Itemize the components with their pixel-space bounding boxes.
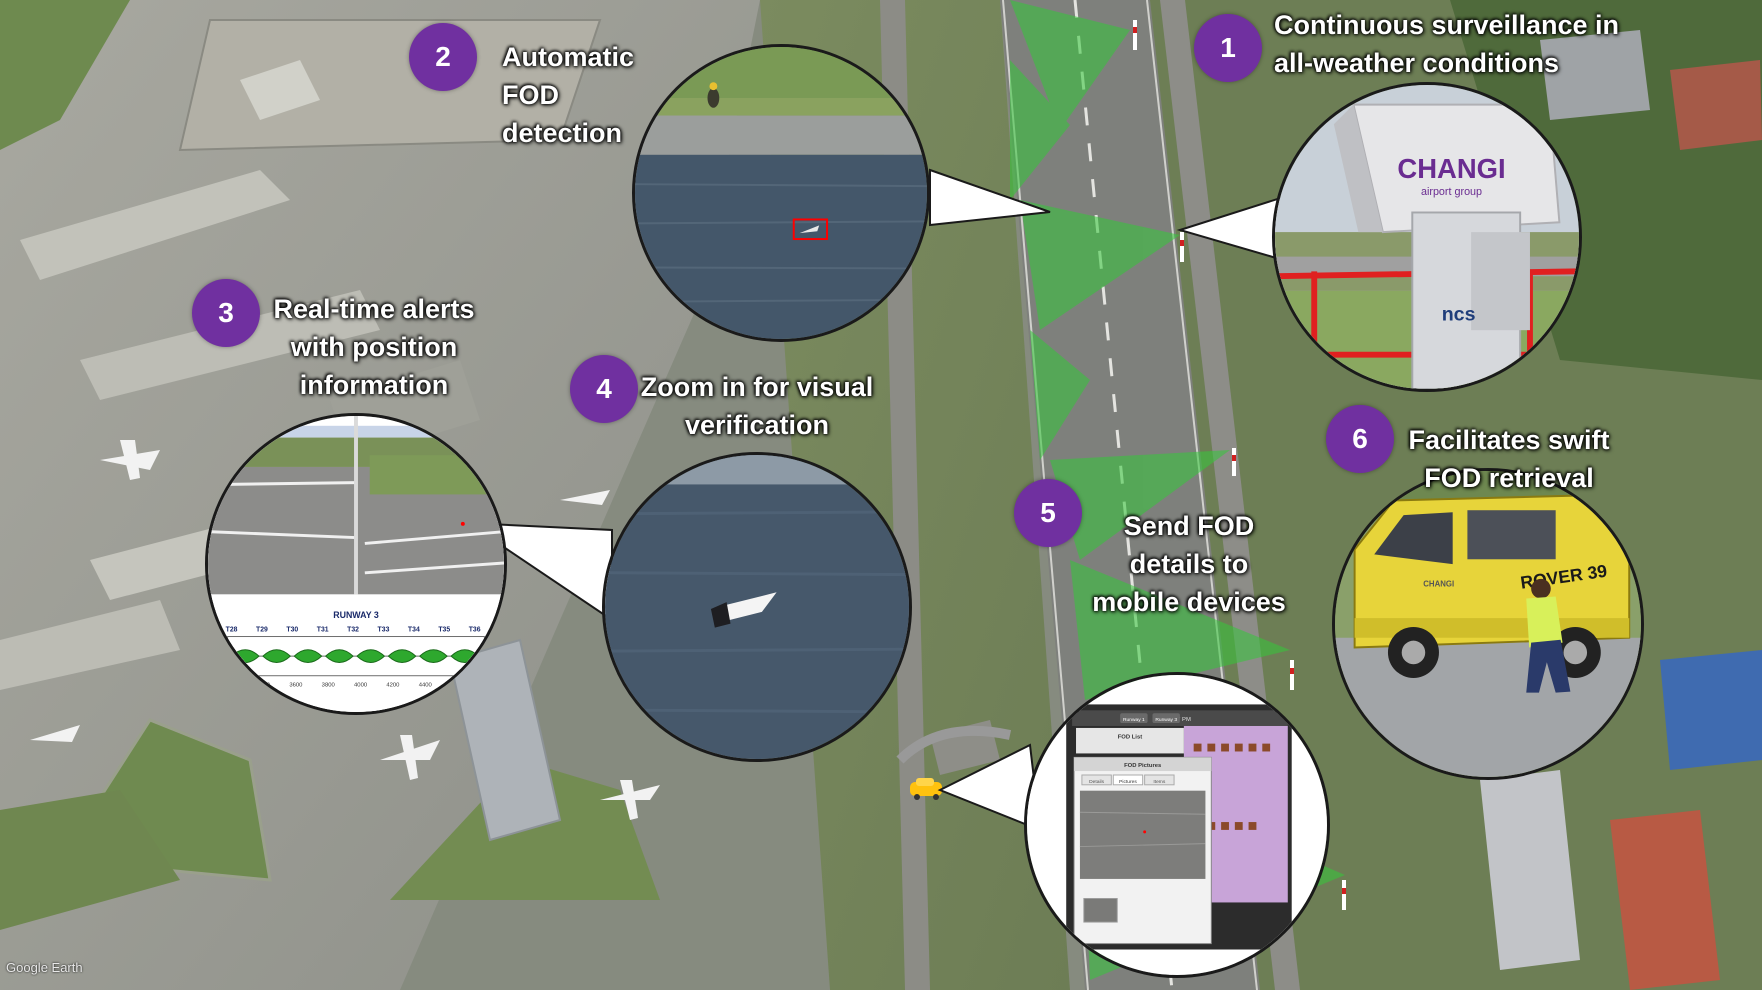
runway-1-button[interactable]: Runway 1 [1123, 717, 1145, 723]
step-number: 5 [1040, 497, 1056, 528]
distance-label: 4400 [419, 683, 433, 689]
label-line: details to [1129, 549, 1249, 579]
label-line: FOD [502, 80, 559, 110]
step-number: 4 [596, 373, 612, 404]
step-label-4: Zoom in for visual verification [632, 368, 882, 444]
runway-3-button[interactable]: Runway 3 [1155, 717, 1177, 723]
step-number: 3 [218, 297, 234, 328]
sensor-coverage-sector [262, 649, 292, 663]
taxiway-label: T32 [347, 627, 359, 634]
step-label-2: Automatic FOD detection [502, 38, 634, 152]
callout-pointer-2 [929, 168, 1051, 227]
sensor-coverage-sector [418, 649, 448, 663]
taxiway-label: T31 [317, 627, 329, 634]
step-badge-6: 6 [1326, 405, 1394, 473]
taxiway-label: T29 [256, 627, 268, 634]
mobile-device-screen: 3:07 PM Runway 1 Runway 3 FOD List FOD P… [1024, 672, 1330, 978]
distance-label: 4000 [354, 683, 368, 689]
changi-subbrand-text: airport group [1421, 186, 1482, 198]
taxiway-label: T36 [469, 627, 481, 634]
label-line: Facilitates swift [1408, 425, 1610, 455]
label-line: verification [684, 410, 830, 440]
van-brand-text: CHANGI [1423, 580, 1454, 589]
device-time: 3:07 PM [1169, 717, 1191, 723]
label-line: Send FOD [1123, 511, 1255, 541]
label-line: mobile devices [1092, 587, 1286, 617]
fod-detection-camera-view [632, 44, 930, 342]
taxiway-label: T35 [438, 627, 450, 634]
step-label-5: Send FOD details to mobile devices [1082, 507, 1296, 621]
distance-label: 3800 [322, 683, 336, 689]
step-number: 1 [1220, 32, 1236, 63]
step-badge-4: 4 [570, 355, 638, 423]
distance-label: 3600 [289, 683, 303, 689]
map-credit: Google Earth [6, 960, 83, 975]
step-badge-5: 5 [1014, 479, 1082, 547]
label-line: Real-time alerts [273, 294, 475, 324]
label-line: with position [290, 332, 458, 362]
sensor-coverage-sector [324, 649, 354, 663]
step-badge-2: 2 [409, 23, 477, 91]
label-line: detection [502, 118, 623, 148]
surveillance-sensor-photo: CHANGI airport group ncs [1272, 82, 1582, 392]
tab-items[interactable]: Items [1153, 779, 1166, 785]
tab-details[interactable]: Details [1089, 779, 1105, 785]
label-line: all-weather conditions [1274, 48, 1560, 78]
changi-brand-text: CHANGI [1397, 153, 1505, 184]
zoom-verification-view [602, 452, 912, 762]
step-label-1: Continuous surveillance in all-weather c… [1274, 6, 1619, 82]
taxiway-label: T30 [286, 627, 298, 634]
runway-title: RUNWAY 3 [333, 610, 379, 620]
fod-pictures-title: FOD Pictures [1124, 763, 1162, 769]
distance-label: 4200 [386, 683, 400, 689]
sensor-coverage-sector [387, 649, 417, 663]
sensor-coverage-sector [293, 649, 323, 663]
fod-retrieval-vehicle-photo: ROVER 39 CHANGI [1332, 468, 1644, 780]
label-line: Automatic [502, 42, 635, 72]
fod-list-title: FOD List [1118, 735, 1143, 741]
step-label-3: Real-time alerts with position informati… [266, 290, 482, 404]
step-badge-3: 3 [192, 279, 260, 347]
tab-pictures[interactable]: Pictures [1119, 779, 1137, 785]
label-line: Continuous surveillance in [1274, 10, 1620, 40]
taxiway-label: T33 [378, 627, 390, 634]
label-line: FOD retrieval [1424, 463, 1594, 493]
step-number: 6 [1352, 423, 1368, 454]
vehicle-position-marker [910, 778, 942, 800]
label-line: Zoom in for visual [640, 372, 874, 402]
ncs-brand-text: ncs [1442, 303, 1476, 325]
taxiway-label: T28 [226, 627, 238, 634]
step-label-6: Facilitates swift FOD retrieval [1398, 421, 1620, 497]
sensor-coverage-sector [356, 649, 386, 663]
step-badge-1: 1 [1194, 14, 1262, 82]
step-number: 2 [435, 41, 451, 72]
label-line: information [299, 370, 449, 400]
taxiway-label: T34 [408, 627, 420, 634]
